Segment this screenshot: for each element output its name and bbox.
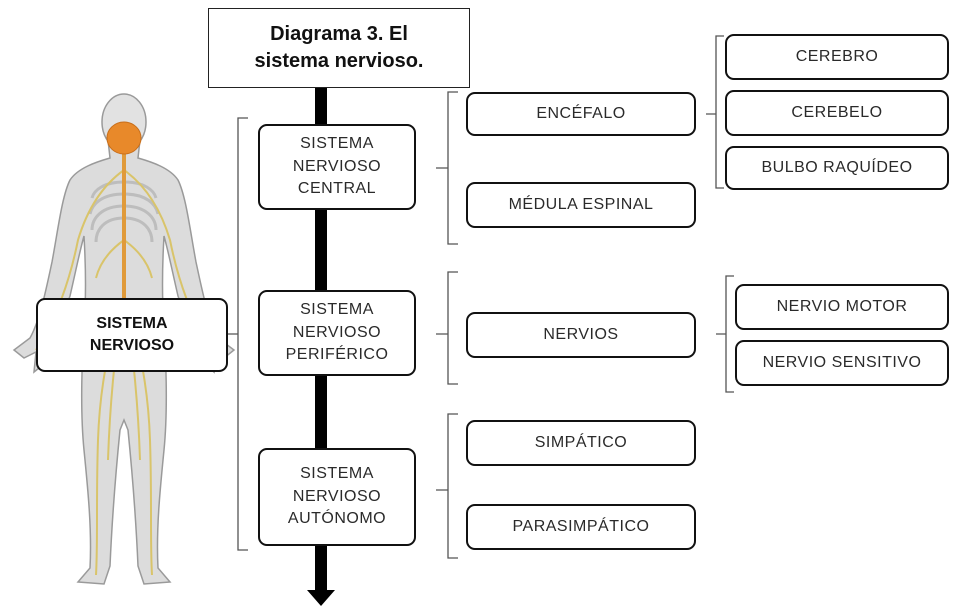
bracket-autonomo xyxy=(436,413,458,559)
bracket-root xyxy=(228,117,248,551)
bracket-encefalo xyxy=(706,35,724,189)
node-sistema-nervioso-periferico: SISTEMA NERVIOSO PERIFÉRICO xyxy=(258,290,416,376)
ribcage xyxy=(88,180,160,243)
node-bulbo-raquideo: BULBO RAQUÍDEO xyxy=(725,146,949,190)
node-medula-espinal: MÉDULA ESPINAL xyxy=(466,182,696,228)
node-encefalo: ENCÉFALO xyxy=(466,92,696,136)
node-sistema-nervioso-autonomo: SISTEMA NERVIOSO AUTÓNOMO xyxy=(258,448,416,546)
node-cerebelo: CEREBELO xyxy=(725,90,949,136)
node-sistema-nervioso-central: SISTEMA NERVIOSO CENTRAL xyxy=(258,124,416,210)
node-nervio-motor: NERVIO MOTOR xyxy=(735,284,949,330)
node-nervio-sensitivo: NERVIO SENSITIVO xyxy=(735,340,949,386)
bracket-periferico xyxy=(436,271,458,385)
node-simpatico: SIMPÁTICO xyxy=(466,420,696,466)
node-cerebro: CEREBRO xyxy=(725,34,949,80)
node-parasimpatico: PARASIMPÁTICO xyxy=(466,504,696,550)
diagram-title: Diagrama 3. El sistema nervioso. xyxy=(208,8,470,88)
node-nervios: NERVIOS xyxy=(466,312,696,358)
node-sistema-nervioso: SISTEMA NERVIOSO xyxy=(36,298,228,372)
bracket-nervios xyxy=(716,275,734,393)
bracket-central xyxy=(436,91,458,245)
brain xyxy=(106,121,142,155)
